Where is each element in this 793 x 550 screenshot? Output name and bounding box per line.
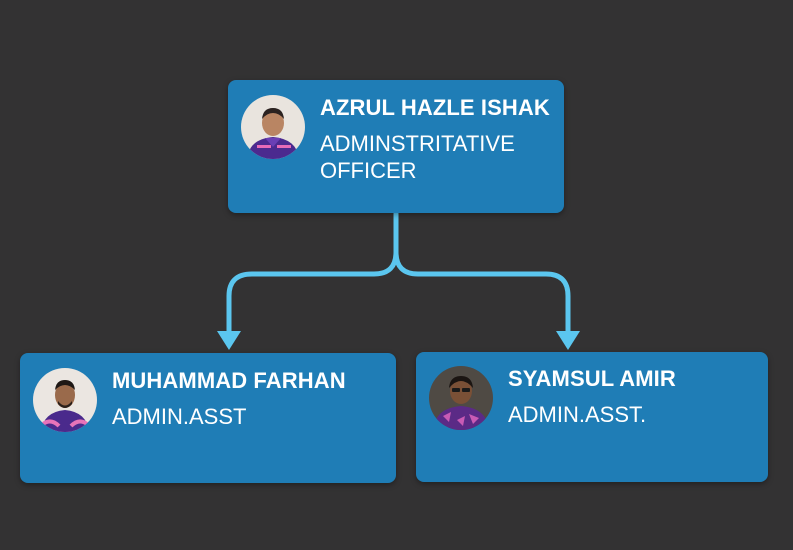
node-role: ADMIN.ASST — [112, 404, 247, 429]
node-name: AZRUL HAZLE ISHAK — [320, 95, 550, 120]
org-node-muhammad-farhan[interactable]: MUHAMMAD FARHAN ADMIN.ASST — [20, 353, 396, 483]
arrowhead-right — [556, 331, 580, 350]
org-node-syamsul-amir[interactable]: SYAMSUL AMIR ADMIN.ASST. — [416, 352, 768, 482]
node-name: SYAMSUL AMIR — [508, 366, 676, 391]
node-role: ADMIN.ASST. — [508, 402, 647, 427]
org-node-azrul-hazle-ishak[interactable]: AZRUL HAZLE ISHAK ADMINSTRITATIVE OFFICE… — [228, 80, 564, 213]
avatar-photo-icon — [33, 368, 97, 432]
arrowhead-left — [217, 331, 241, 350]
connector-top-to-right — [393, 211, 571, 339]
node-name: MUHAMMAD FARHAN — [112, 368, 346, 393]
connector-top-to-left — [226, 211, 399, 339]
avatar-photo-icon — [429, 366, 493, 430]
avatar-photo-icon — [241, 95, 305, 159]
node-role: ADMINSTRITATIVE OFFICER — [320, 131, 515, 183]
